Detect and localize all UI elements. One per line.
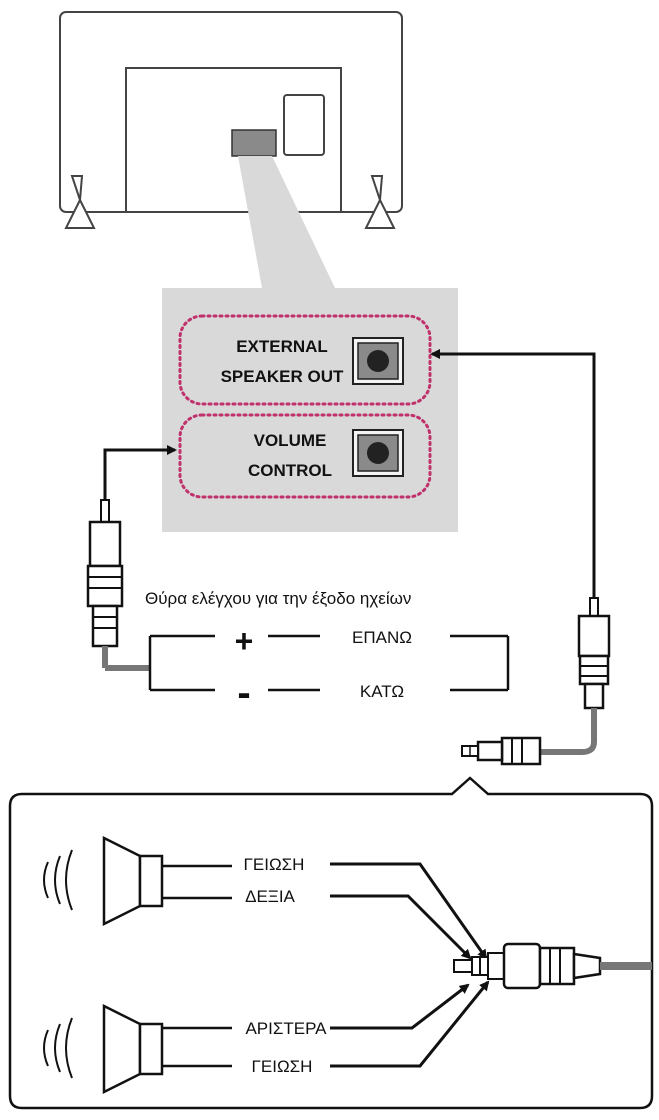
wiring-callout <box>8 776 654 1110</box>
volume-wiring: Θύρα ελέγχου για την έξοδο ηχείων + - ΕΠ… <box>145 589 510 715</box>
ground-top-label: ΓΕΙΩΣΗ <box>244 855 305 874</box>
speaker-out-cable <box>430 349 611 766</box>
left-speaker-icon <box>43 1003 232 1095</box>
external-speaker-out-port: EXTERNAL SPEAKER OUT <box>178 314 432 406</box>
volume-control-cable <box>86 445 177 671</box>
external-speaker-out-label-line2: SPEAKER OUT <box>221 367 344 386</box>
wiring-arrows <box>330 862 490 1068</box>
left-channel-label: ΑΡΙΣΤΕΡΑ <box>245 1019 327 1038</box>
volume-control-label-line2: CONTROL <box>248 461 332 480</box>
jack-socket-icon <box>367 442 389 464</box>
tv-port-area <box>231 129 277 157</box>
volume-up-label: ΕΠΑΝΩ <box>352 628 412 647</box>
right-speaker-icon <box>43 835 232 927</box>
ground-bottom-label: ΓΕΙΩΣΗ <box>252 1057 313 1076</box>
right-channel-label: ΔΕΞΙΑ <box>245 887 295 906</box>
external-speaker-out-label-line1: EXTERNAL <box>236 337 328 356</box>
volume-down-label: ΚΑΤΩ <box>360 682 404 701</box>
minus-symbol: - <box>237 671 250 715</box>
tv-illustration <box>59 11 403 229</box>
volume-control-port: VOLUME CONTROL <box>178 413 432 499</box>
jack-socket-icon <box>367 350 389 372</box>
volume-control-label-line1: VOLUME <box>254 431 327 450</box>
port-zoom-panel <box>162 156 458 532</box>
plus-symbol: + <box>235 623 254 659</box>
volume-port-title: Θύρα ελέγχου για την έξοδο ηχείων <box>145 589 411 608</box>
stereo-plug-icon <box>453 942 652 990</box>
